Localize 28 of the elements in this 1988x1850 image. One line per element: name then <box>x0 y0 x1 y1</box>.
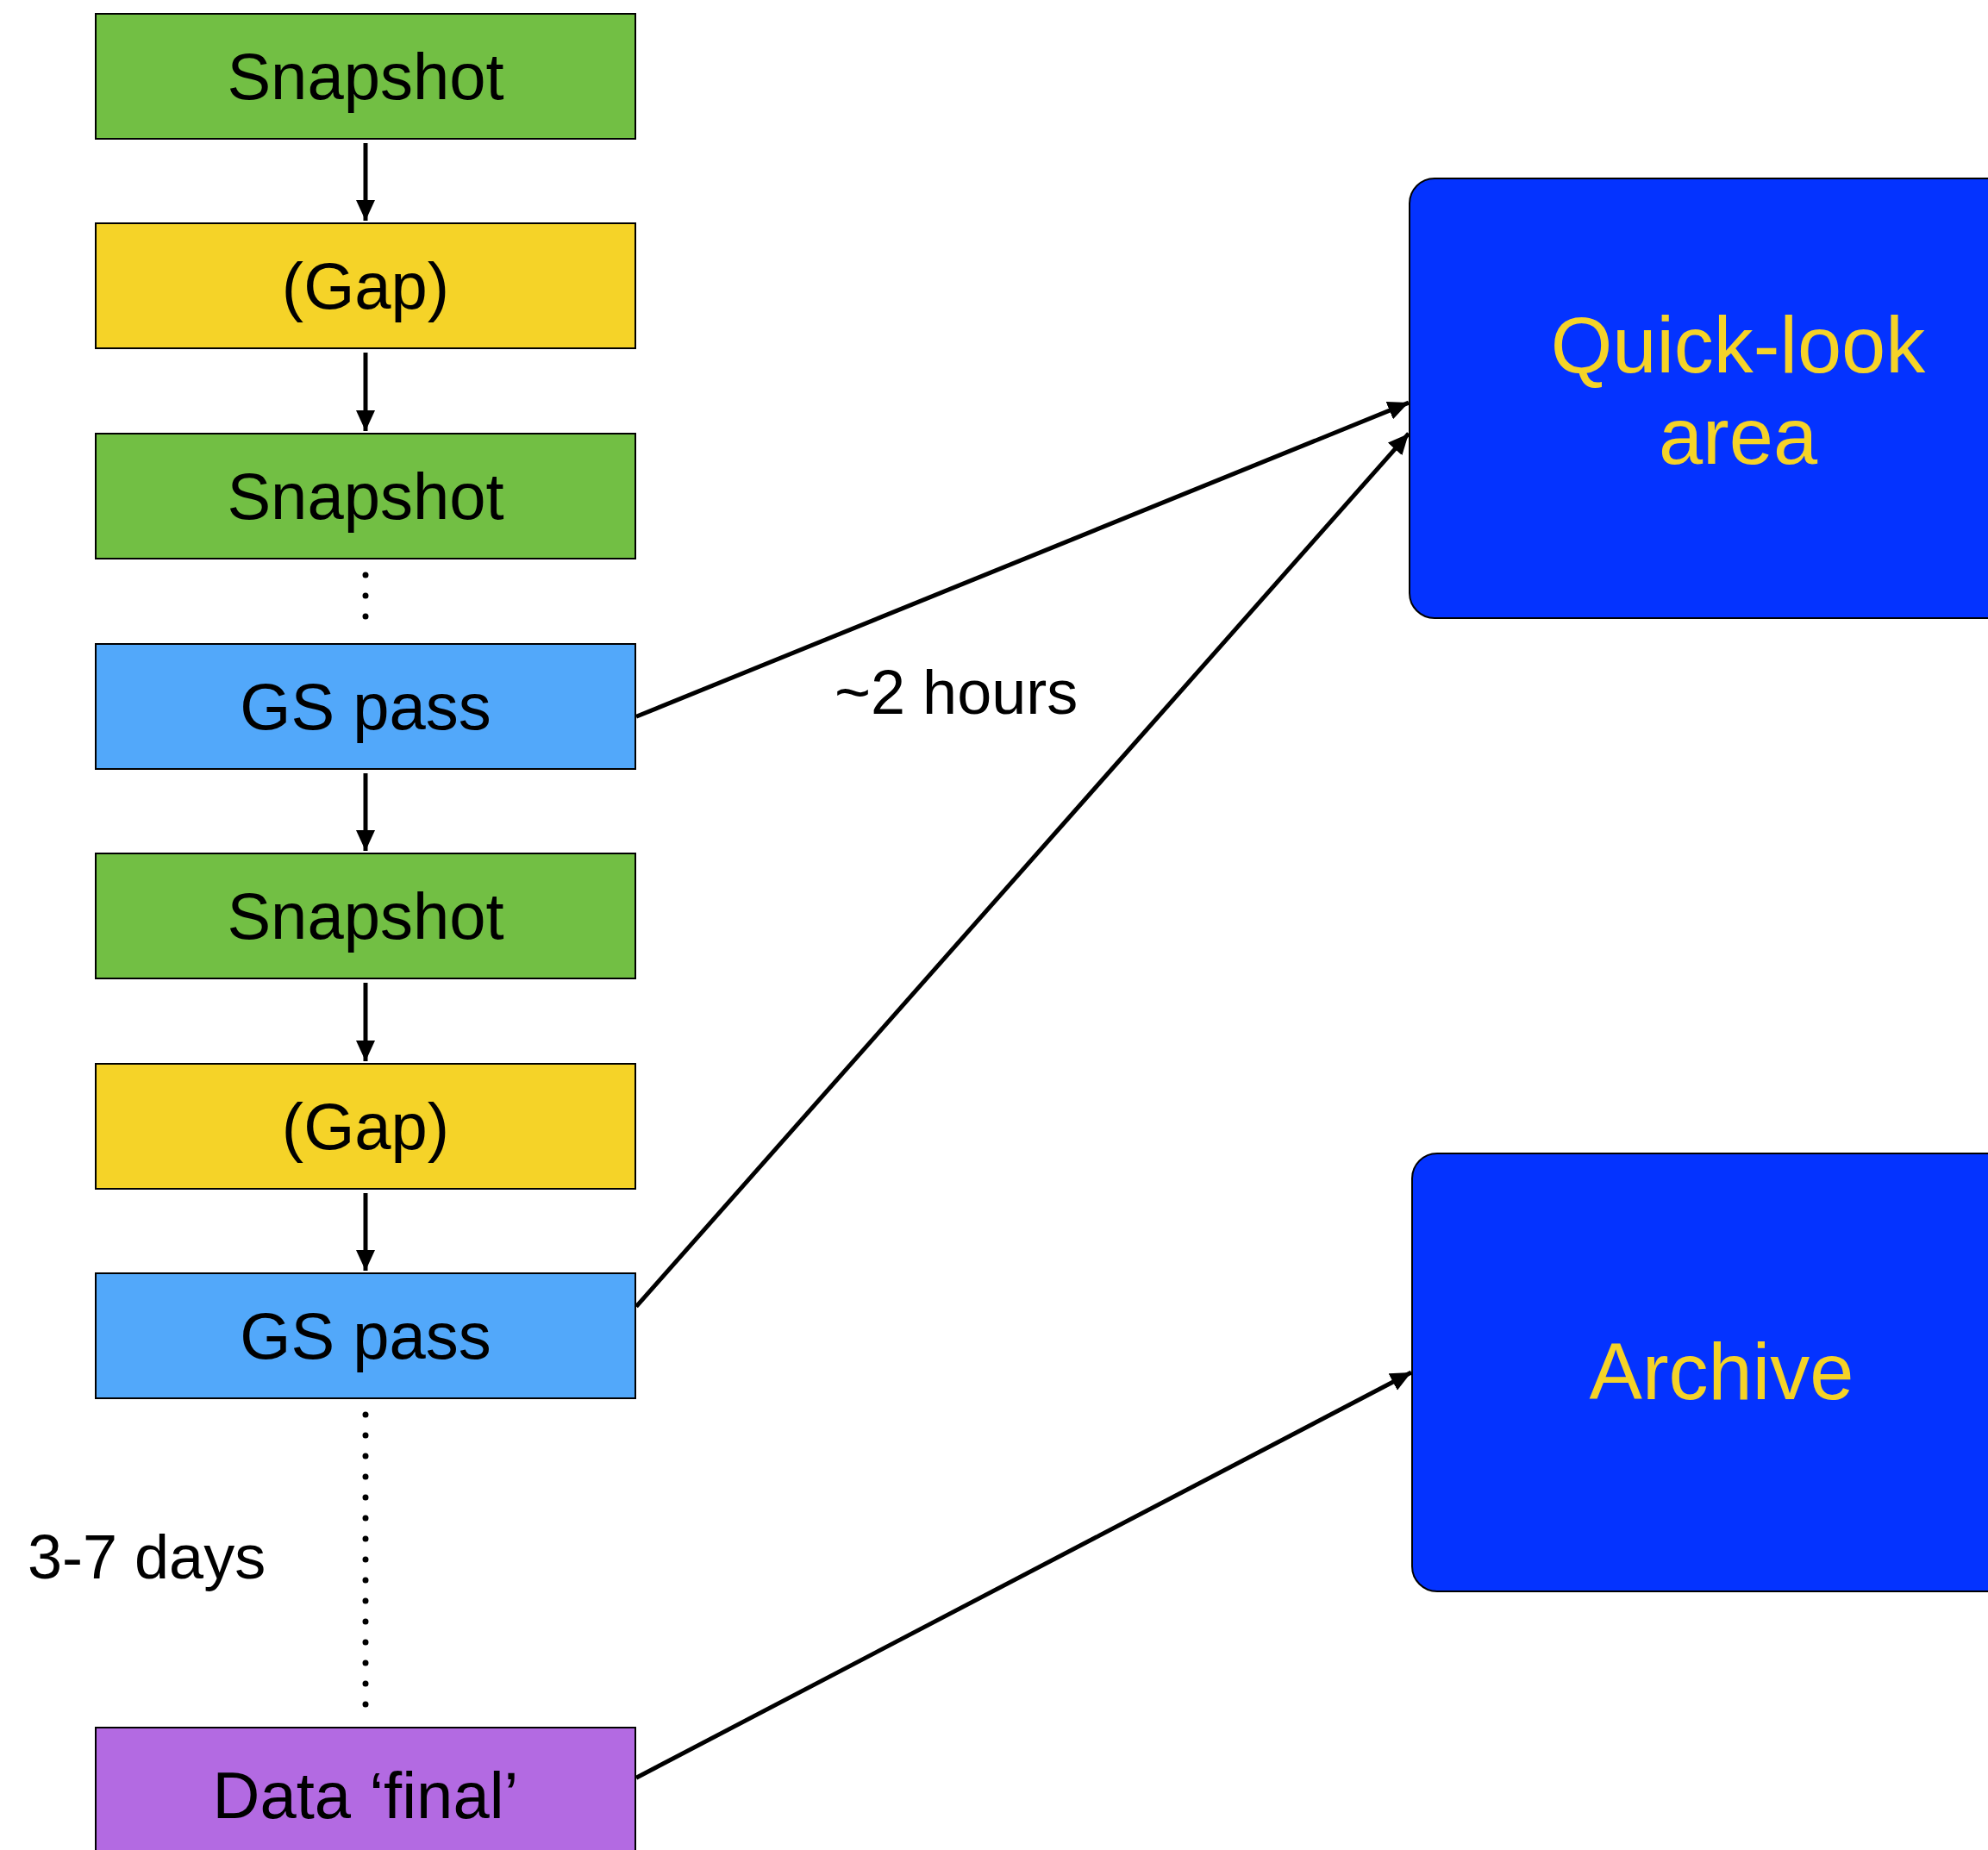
arrow <box>635 400 1410 719</box>
process-box <box>95 222 636 349</box>
arrow <box>356 353 375 431</box>
node-label: Archive <box>1589 1327 1854 1418</box>
process-box <box>95 853 636 979</box>
process-box <box>95 1272 636 1399</box>
storage-box <box>1409 178 1988 619</box>
duration-label: ~2 hours <box>835 657 1078 728</box>
node-label: Quick-look area <box>1549 300 1927 482</box>
node-label: Snapshot <box>227 38 504 115</box>
process-box <box>95 13 636 140</box>
process-box <box>95 643 636 770</box>
arrow <box>356 143 375 221</box>
node-label: (Gap) <box>281 247 450 324</box>
node-label: (Gap) <box>281 1088 450 1165</box>
arrow <box>356 773 375 851</box>
storage-box <box>1411 1153 1988 1592</box>
process-box <box>95 433 636 559</box>
arrow <box>356 1193 375 1271</box>
node-label: Snapshot <box>227 878 504 954</box>
process-box <box>95 1063 636 1190</box>
node-label: Snapshot <box>227 458 504 534</box>
node-label: GS pass <box>240 668 491 745</box>
node-label: GS pass <box>240 1297 491 1374</box>
edge-label: 3-7 days <box>28 1522 266 1592</box>
node-label: Data ‘final’ <box>212 1758 519 1834</box>
arrow <box>356 983 375 1061</box>
process-box <box>95 1727 636 1850</box>
